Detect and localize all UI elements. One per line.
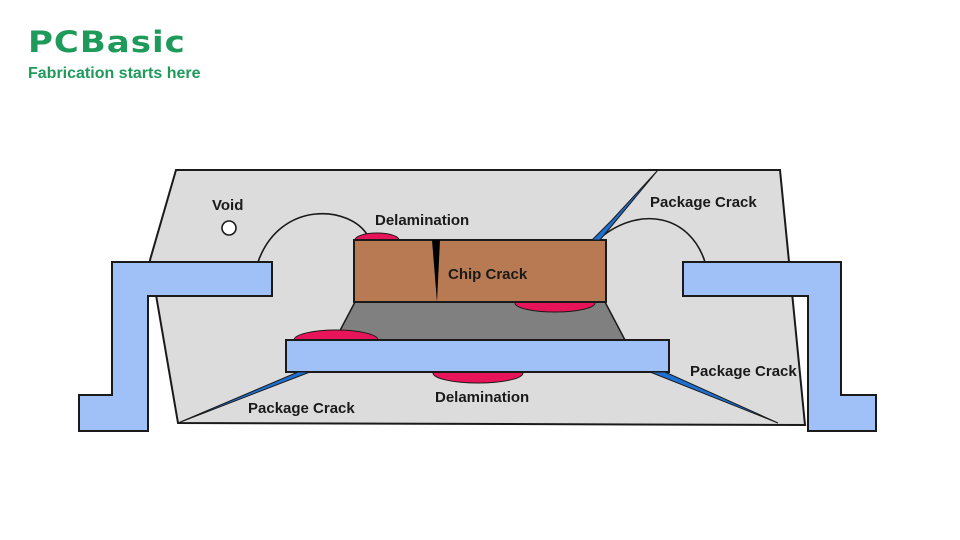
package-crack-bottom-right: [649, 371, 779, 424]
die-pad: [285, 339, 670, 373]
chip-crack: [432, 240, 440, 302]
label-package-crack-top-right: Package Crack: [650, 194, 757, 211]
package-crack-bottom-left: [177, 371, 311, 424]
label-void: Void: [212, 197, 243, 214]
lead-right: [682, 261, 877, 432]
label-package-crack-right: Package Crack: [690, 363, 797, 380]
silicon-die: [353, 239, 607, 303]
bond-wire-left: [257, 212, 369, 263]
label-delamination-bottom: Delamination: [435, 389, 529, 406]
label-delamination-top: Delamination: [375, 212, 469, 229]
package-crack-top-right: [590, 169, 659, 241]
brand-name: PCBasic: [28, 25, 186, 60]
brand-tagline: Fabrication starts here: [28, 65, 201, 82]
label-package-crack-left: Package Crack: [248, 400, 355, 417]
lead-left: [78, 261, 273, 432]
bond-wire-right: [599, 217, 706, 263]
pcbasic-logo: PCBasic Fabrication starts here: [28, 25, 201, 82]
label-chip-crack: Chip Crack: [448, 266, 528, 283]
void: [221, 220, 237, 236]
